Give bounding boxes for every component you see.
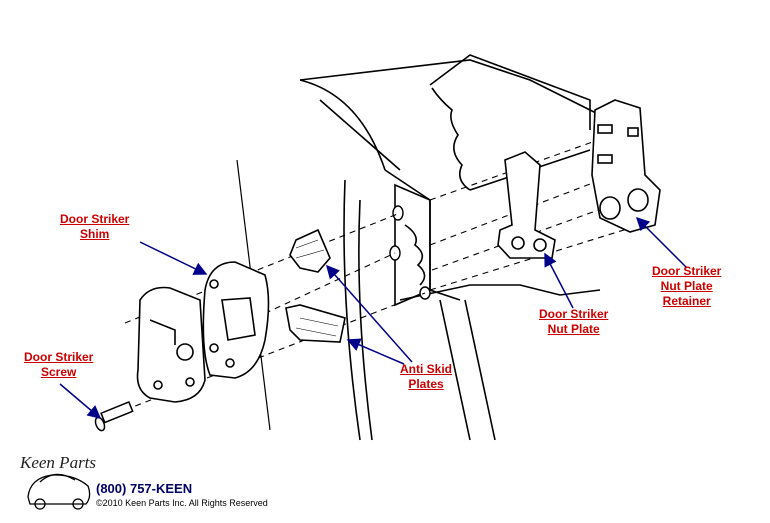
label-door-striker-nut-plate: Door Striker Nut Plate bbox=[539, 307, 609, 336]
post-holes bbox=[389, 205, 431, 300]
label-door-striker-shim: Door Striker Shim bbox=[60, 212, 130, 241]
label-door-striker-nut-plate-retainer: Door Striker Nut Plate Retainer bbox=[652, 264, 722, 308]
striker-screw bbox=[94, 401, 134, 432]
label-door-striker-screw: Door Striker Screw bbox=[24, 350, 94, 379]
callout-arrows bbox=[59, 216, 688, 419]
phone-number: (800) 757-KEEN bbox=[96, 481, 193, 496]
nut-plate-retainer bbox=[591, 99, 661, 233]
arrow-skid-upper bbox=[326, 264, 413, 363]
copyright-notice: ©2010 Keen Parts Inc. All Rights Reserve… bbox=[96, 498, 268, 508]
arrow-retainer bbox=[635, 216, 688, 269]
keen-parts-logo bbox=[27, 473, 91, 510]
nut-plate bbox=[497, 151, 556, 259]
label-anti-skid-plates: Anti Skid Plates bbox=[400, 362, 453, 391]
striker-shim bbox=[202, 261, 270, 379]
anti-skid-plates bbox=[285, 228, 346, 343]
arrow-skid-lower bbox=[346, 338, 405, 365]
logo-wordmark: Keen Parts bbox=[20, 453, 97, 472]
arrow-screw bbox=[59, 383, 102, 419]
arrow-shim bbox=[139, 241, 208, 275]
arrow-nut-plate bbox=[544, 252, 574, 309]
striker-base bbox=[136, 286, 206, 403]
